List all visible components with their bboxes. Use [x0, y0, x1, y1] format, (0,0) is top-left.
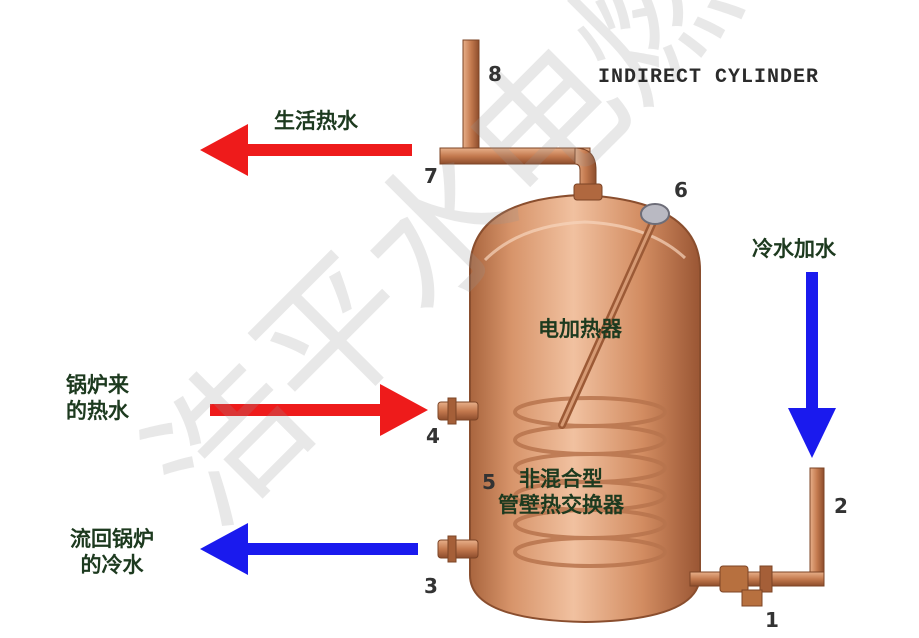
- electric-heater-rod: [558, 203, 670, 429]
- callout-number-2: 2: [834, 494, 848, 518]
- callout-number-6: 6: [674, 178, 688, 202]
- label-coil: 非混合型 管壁热交换器: [498, 466, 624, 518]
- callout-number-8: 8: [488, 62, 502, 86]
- label-return-line2: 的冷水: [80, 553, 144, 577]
- top-outlet-pipe: [439, 39, 603, 201]
- heat-exchanger-coil: [513, 396, 667, 568]
- label-hot-water-use: 生活热水: [274, 109, 358, 133]
- tank-highlight: [483, 220, 687, 262]
- label-coil-line2: 管壁热交换器: [498, 493, 624, 517]
- label-boiler-hot-in: 锅炉来 的热水: [66, 372, 129, 424]
- callout-number-5: 5: [482, 470, 496, 494]
- callout-number-3: 3: [424, 574, 438, 598]
- return-to-boiler-arrow: [200, 523, 418, 575]
- boiler-hot-in-arrow: [210, 384, 428, 436]
- label-cold-water-feed: 冷水加水: [752, 237, 836, 261]
- callout-number-7: 7: [424, 164, 438, 188]
- label-return-to-boiler: 流回锅炉 的冷水: [70, 526, 154, 578]
- callout-number-4: 4: [426, 424, 440, 448]
- outlet-fitting-3: [437, 535, 479, 563]
- callout-number-1: 1: [765, 608, 779, 632]
- diagram-title: INDIRECT CYLINDER: [598, 66, 820, 89]
- hot-water-out-arrow: [200, 124, 412, 176]
- cold-feed-pipe: [689, 467, 825, 607]
- label-boiler-hot-in-line2: 的热水: [66, 399, 129, 423]
- inlet-fitting-4: [437, 397, 479, 425]
- label-boiler-hot-in-line1: 锅炉来: [66, 373, 129, 397]
- label-return-line1: 流回锅炉: [70, 527, 154, 551]
- label-coil-line1: 非混合型: [519, 467, 603, 491]
- cold-feed-arrow: [788, 272, 836, 458]
- label-electric-heater: 电加热器: [538, 317, 622, 341]
